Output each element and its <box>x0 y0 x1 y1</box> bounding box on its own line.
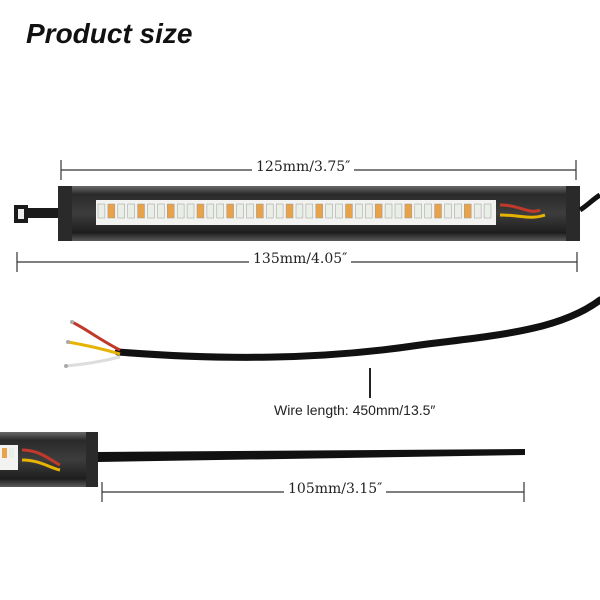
led-chip <box>176 203 185 219</box>
led-chip <box>266 203 274 219</box>
bar-cable <box>578 192 600 213</box>
led-chip <box>117 203 125 219</box>
led-chip <box>226 203 234 219</box>
white-wire <box>65 355 121 368</box>
tie-length-label: 105mm/3.15″ <box>284 481 387 497</box>
led-chip <box>305 203 314 219</box>
led-chip <box>325 203 333 219</box>
led-row <box>97 203 492 219</box>
led-chip <box>236 203 244 219</box>
page-title: Product size <box>26 18 193 49</box>
led-chip <box>444 203 452 219</box>
led-chip <box>97 203 106 219</box>
overall-length-label: 135mm/4.05″ <box>249 251 352 267</box>
led-chip <box>157 203 165 219</box>
led-chip <box>335 203 343 219</box>
led-bar <box>14 186 600 241</box>
led-chip <box>285 203 294 219</box>
led-chip <box>345 203 353 219</box>
led-chip <box>246 203 254 219</box>
led-chip <box>434 203 442 219</box>
cable-tie-strap <box>26 208 62 218</box>
led-chip <box>137 203 145 219</box>
bar-length-label: 125mm/3.75″ <box>252 159 355 175</box>
led-chip <box>256 203 264 219</box>
long-cable-tie <box>98 449 525 462</box>
led-chip <box>275 203 284 219</box>
led-chip <box>394 203 403 219</box>
wire-length-label: Wire length: 450mm/13.5″ <box>270 402 440 418</box>
yellow-wire <box>67 340 121 356</box>
led-chip <box>186 203 195 219</box>
led-chip <box>107 203 116 219</box>
led-chip <box>216 203 224 219</box>
led-chip <box>206 203 215 219</box>
led-chip <box>384 203 393 219</box>
led-chip <box>424 203 432 219</box>
led-chip <box>483 203 492 219</box>
led-chip <box>167 203 175 219</box>
led-chip <box>127 203 135 219</box>
led-chip <box>473 203 482 219</box>
led-chip <box>295 203 304 219</box>
wire-assembly <box>64 296 600 398</box>
led-chip <box>414 203 422 219</box>
led-chip <box>374 203 383 219</box>
led-chip <box>404 203 413 219</box>
led-chip <box>454 203 462 219</box>
led-chip <box>464 203 472 219</box>
cable-tie-view <box>0 432 525 487</box>
led-chip <box>355 203 363 219</box>
led-chip <box>365 203 373 219</box>
led-chip <box>315 203 323 219</box>
led-chip <box>147 203 155 219</box>
red-wire <box>71 320 121 352</box>
led-chip <box>196 203 205 219</box>
main-cable <box>114 296 600 361</box>
